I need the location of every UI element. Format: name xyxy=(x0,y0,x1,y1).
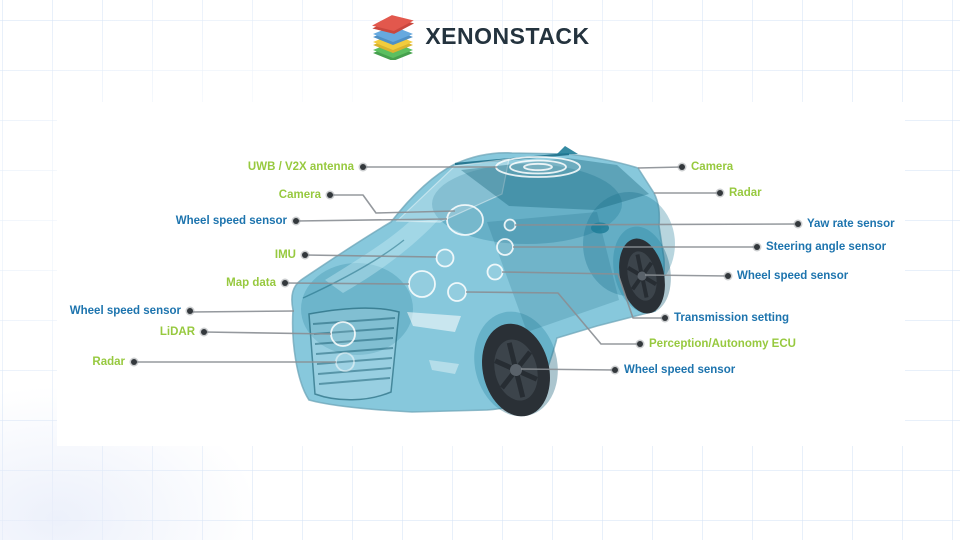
label-text: Perception/Autonomy ECU xyxy=(649,338,796,350)
label-camera-right: Camera xyxy=(679,160,733,174)
transmission-ring xyxy=(486,263,504,281)
leader-dot xyxy=(679,164,685,170)
label-text: Transmission setting xyxy=(674,312,790,324)
leader-dot xyxy=(201,329,207,335)
label-text: Wheel speed sensor xyxy=(69,305,181,317)
label-radar-right: Radar xyxy=(717,186,762,200)
connector-wheel-speed-rear xyxy=(644,274,729,277)
layer-stack-icon xyxy=(372,15,415,60)
map-data-ring xyxy=(408,270,436,298)
connector-camera-left xyxy=(330,194,456,214)
ecu-ring xyxy=(447,282,467,302)
steering-angle-ring xyxy=(496,238,514,256)
connector-wheel-speed-top-left xyxy=(295,218,448,222)
label-text: LiDAR xyxy=(159,326,195,338)
label-transmission-setting: Transmission setting xyxy=(662,311,789,325)
front-wheel xyxy=(482,323,550,417)
connector-transmission xyxy=(501,271,665,319)
connector-map-data xyxy=(284,282,410,285)
label-wheel-speed-mid-left: Wheel speed sensor xyxy=(70,304,193,318)
label-radar-left: Radar xyxy=(92,355,137,369)
label-perception-autonomy-ecu: Perception/Autonomy ECU xyxy=(637,337,796,351)
car-illustration xyxy=(134,146,799,417)
label-uwb-v2x-antenna: UWB / V2X antenna xyxy=(248,160,366,174)
diagram-panel: UWB / V2X antenna Camera Wheel speed sen… xyxy=(57,102,905,446)
leader-dot xyxy=(302,252,308,258)
label-text: Wheel speed sensor xyxy=(737,270,849,282)
leader-dot xyxy=(754,244,760,250)
leader-dot xyxy=(725,273,731,279)
label-text: IMU xyxy=(274,249,296,261)
connector-imu xyxy=(304,254,437,258)
leader-dot xyxy=(327,192,333,198)
label-text: Yaw rate sensor xyxy=(807,218,895,230)
leader-dot xyxy=(717,190,723,196)
leader-dot xyxy=(360,164,366,170)
label-map-data: Map data xyxy=(226,276,288,290)
label-text: Wheel speed sensor xyxy=(175,215,287,227)
logo-text: XENONSTACK xyxy=(425,22,590,49)
headlight xyxy=(407,312,461,332)
uwb-antenna-rings xyxy=(495,156,581,178)
label-text: Camera xyxy=(691,161,734,173)
label-wheel-speed-rear: Wheel speed sensor xyxy=(725,269,848,283)
label-text: Map data xyxy=(226,277,276,289)
lidar-ring xyxy=(330,321,356,347)
leader-dot xyxy=(795,221,801,227)
label-camera-left: Camera xyxy=(279,188,333,202)
label-text: Radar xyxy=(92,356,125,368)
label-lidar: LiDAR xyxy=(160,325,207,339)
label-wheel-speed-bottom: Wheel speed sensor xyxy=(612,363,735,377)
leader-dot xyxy=(131,359,137,365)
label-text: Radar xyxy=(729,187,762,199)
leader-dot xyxy=(637,341,643,347)
leader-dot xyxy=(662,315,668,321)
leader-dot xyxy=(612,367,618,373)
xenonstack-logo: XENONSTACK xyxy=(0,12,960,60)
leader-dot xyxy=(187,308,193,314)
connector-yaw-rate xyxy=(514,223,799,226)
car-body xyxy=(291,146,675,417)
label-wheel-speed-top-left: Wheel speed sensor xyxy=(176,214,299,228)
label-imu: IMU xyxy=(275,248,308,262)
label-text: UWB / V2X antenna xyxy=(247,161,354,173)
connector-lidar xyxy=(203,331,332,335)
leader-dot xyxy=(282,280,288,286)
imu-ring xyxy=(435,248,455,268)
yaw-rate-ring xyxy=(503,218,517,232)
camera-ring xyxy=(446,204,484,236)
connector-wheel-speed-bottom xyxy=(520,368,616,371)
label-text: Wheel speed sensor xyxy=(624,364,736,376)
label-text: Camera xyxy=(278,189,321,201)
connector-wheel-speed-mid-left xyxy=(189,310,295,313)
rear-wheel xyxy=(619,238,665,314)
connector-camera-right xyxy=(637,166,683,169)
label-steering-angle-sensor: Steering angle sensor xyxy=(754,240,886,254)
label-yaw-rate-sensor: Yaw rate sensor xyxy=(795,217,895,231)
label-text: Steering angle sensor xyxy=(766,241,887,253)
connector-ecu xyxy=(465,291,640,345)
radar-ring xyxy=(335,352,355,372)
leader-dot xyxy=(293,218,299,224)
